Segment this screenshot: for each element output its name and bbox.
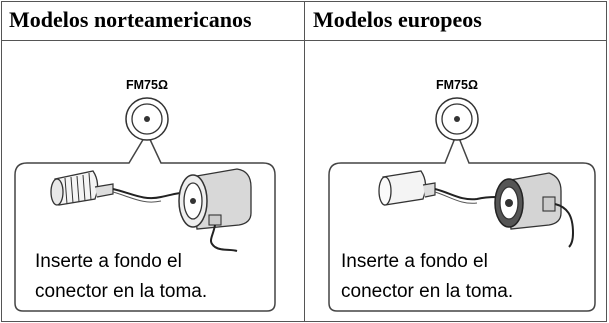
caption-line: conector en la toma. bbox=[35, 281, 208, 302]
wall-adapter-icon bbox=[494, 172, 575, 248]
instruction-caption: Inserte a fondo el conector en la toma. bbox=[35, 247, 275, 307]
jack-label: FM75Ω bbox=[126, 78, 168, 92]
caption-line: conector en la toma. bbox=[341, 281, 514, 302]
instruction-caption: Inserte a fondo el conector en la toma. bbox=[341, 247, 581, 307]
antenna-connector-icon bbox=[50, 170, 182, 206]
jack-label: FM75Ω bbox=[436, 78, 478, 92]
caption-line: Inserte a fondo el bbox=[35, 251, 182, 272]
antenna-connector-icon bbox=[378, 170, 498, 206]
antenna-jack-icon bbox=[125, 97, 169, 141]
connection-illustration bbox=[14, 97, 276, 312]
panel-title: Modelos europeos bbox=[313, 7, 482, 32]
panel-european: Modelos europeos FM75Ω bbox=[305, 1, 607, 321]
panel-title: Modelos norteamericanos bbox=[9, 7, 252, 32]
caption-line: Inserte a fondo el bbox=[341, 251, 488, 272]
wall-adapter-icon bbox=[178, 168, 252, 252]
connection-illustration bbox=[328, 97, 596, 312]
panel-north-american: Modelos norteamericanos FM75Ω bbox=[1, 1, 305, 321]
antenna-jack-icon bbox=[435, 97, 479, 141]
